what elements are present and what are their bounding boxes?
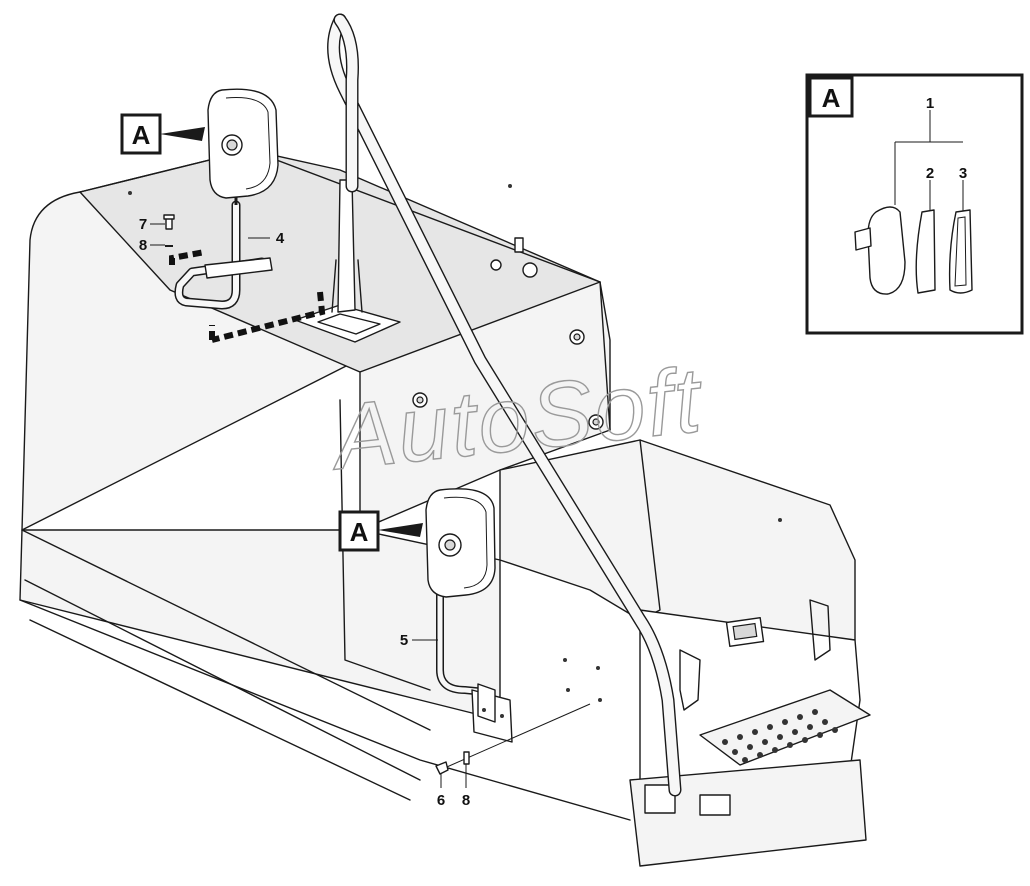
part-label-6: 6	[437, 792, 445, 809]
part-label-7: 7	[139, 216, 147, 233]
callout-a-top-label: A	[132, 120, 151, 150]
mirror-assembly-top	[150, 88, 326, 343]
handrail	[327, 13, 682, 797]
part-label-1: 1	[926, 95, 934, 112]
part-label-4: 4	[276, 230, 285, 247]
washer-8-bottom	[463, 751, 470, 765]
bumper	[629, 759, 867, 867]
mirror-assembly-bottom	[412, 488, 591, 788]
mirror-glass-2	[915, 209, 936, 294]
screw-6	[435, 761, 449, 775]
part-label-8-bottom: 8	[462, 792, 470, 809]
callout-a-detail-label: A	[822, 83, 841, 113]
front-block	[359, 281, 611, 531]
part-label-2: 2	[926, 165, 934, 182]
callout-a-top: A	[120, 113, 205, 155]
mounting-hole-outline	[169, 249, 326, 343]
machine-body	[19, 149, 871, 867]
part-label-5: 5	[400, 632, 408, 649]
step-holes	[722, 709, 838, 763]
mirror-head-top	[207, 88, 279, 199]
step-plate	[699, 689, 871, 766]
detail-view-a	[805, 73, 1024, 335]
callout-a-bottom: A	[338, 510, 423, 552]
part-label-8-top: 8	[139, 237, 147, 254]
part-label-3: 3	[959, 165, 967, 182]
callout-a-detail: A	[808, 76, 854, 118]
callout-a-bottom-label: A	[350, 517, 369, 547]
mirror-housing-1	[867, 206, 906, 295]
